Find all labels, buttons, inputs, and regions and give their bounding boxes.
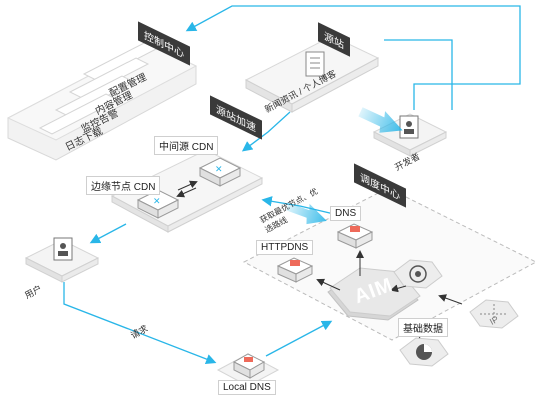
httpdns-flag-icon — [290, 260, 300, 266]
cross-arrows-icon: ✕ — [215, 165, 223, 175]
target-icon — [409, 265, 427, 283]
mid-to-edge-arrow — [176, 187, 197, 198]
target-to-aim-arrow — [390, 284, 407, 293]
origin-to-acceleration-line — [241, 111, 291, 152]
ip-hexagon — [469, 299, 519, 329]
local-dns-label: Local DNS — [218, 380, 276, 395]
target-hexagon — [393, 259, 443, 289]
scheduling-to-acceleration-line — [261, 196, 335, 215]
origin-to-developer-line — [384, 39, 453, 110]
mid-cdn-label: 中间源 CDN — [154, 136, 219, 155]
ip-to-aim-arrow — [438, 294, 463, 305]
control-menu-panels — [38, 39, 164, 135]
dns-label: DNS — [330, 206, 362, 221]
httpdns-label: HTTPDNS — [256, 240, 314, 255]
developer-to-origin-big-arrow — [358, 107, 403, 133]
edge-to-mid-arrow — [177, 180, 198, 191]
route-big-arrow — [285, 202, 327, 225]
aim-to-httpdns-arrow — [316, 278, 341, 291]
dns-node — [336, 223, 374, 249]
mid-cdn-node: ✕ — [198, 157, 242, 187]
developer-to-control-line — [185, 5, 521, 110]
edge-to-user-line — [89, 223, 127, 244]
user-request-line — [63, 282, 217, 365]
base-data-hexagon — [399, 337, 449, 367]
user-platform — [24, 237, 100, 283]
localdns-to-aim-line — [265, 320, 333, 357]
httpdns-node — [276, 257, 314, 283]
local-dns-flag-icon — [244, 357, 253, 362]
cross-arrows-icon: ✕ — [153, 197, 161, 207]
base-data-label: 基础数据 — [398, 318, 448, 337]
edge-cdn-label: 边缘节点 CDN — [86, 176, 161, 195]
aim-hexagon — [327, 267, 421, 321]
dns-flag-icon — [350, 226, 360, 232]
